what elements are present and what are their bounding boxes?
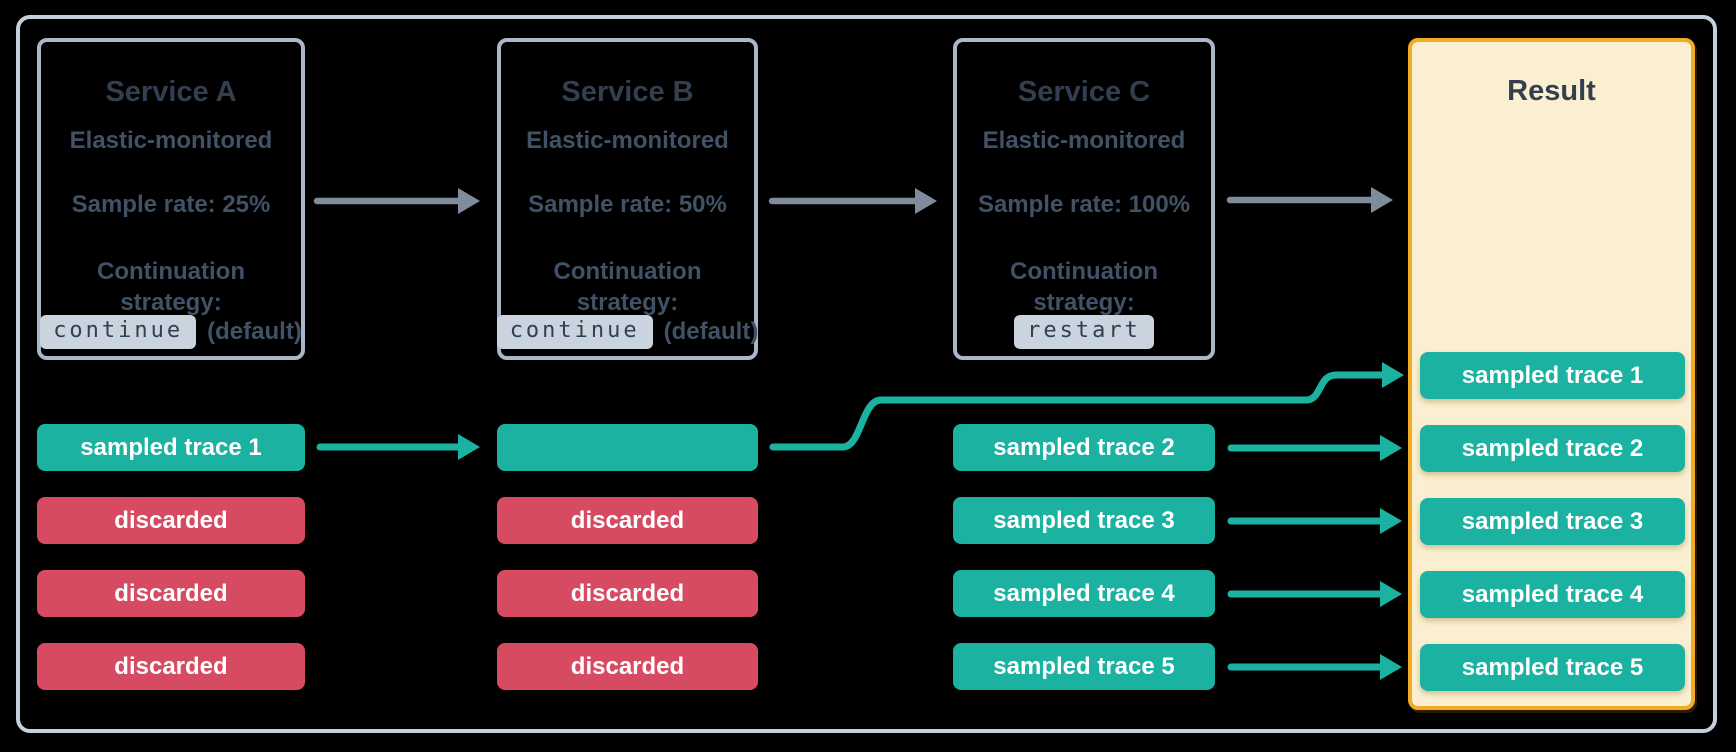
service-b-strategy-code: continue xyxy=(496,315,653,349)
diagram-outer-frame xyxy=(16,15,1717,733)
trace-badge-discarded: discarded xyxy=(497,643,758,690)
strategy-word: strategy: xyxy=(120,289,222,316)
service-a-monitoring: Elastic-monitored xyxy=(69,127,273,154)
strategy-word: strategy: xyxy=(1033,289,1135,316)
service-a-strategy-code: continue xyxy=(40,315,197,349)
trace-badge-sampled-trace-1: sampled trace 1 xyxy=(37,424,305,471)
result-badge-sampled-trace-1: sampled trace 1 xyxy=(1420,352,1685,399)
service-c-sample-rate: Sample rate: 100% xyxy=(977,191,1191,218)
result-badge-sampled-trace-4: sampled trace 4 xyxy=(1420,571,1685,618)
trace-badge-discarded: discarded xyxy=(497,497,758,544)
service-b-sample-rate: Sample rate: 50% xyxy=(528,191,727,218)
service-a-sample-rate: Sample rate: 25% xyxy=(71,191,271,218)
service-c-title: Service C xyxy=(1017,76,1151,108)
service-c-box: Service C Elastic-monitored Sample rate:… xyxy=(953,38,1215,360)
trace-badge-sampled-trace-5: sampled trace 5 xyxy=(953,643,1215,690)
service-b-strategy-note: (default) xyxy=(663,318,759,345)
service-b-title: Service B xyxy=(561,76,694,108)
service-b-box: Service B Elastic-monitored Sample rate:… xyxy=(496,38,758,360)
service-c-monitoring: Elastic-monitored xyxy=(982,127,1186,154)
trace-badge-sampled-trace-2: sampled trace 2 xyxy=(953,424,1215,471)
service-a-continuation-label: Continuation strategy: xyxy=(41,256,301,318)
service-b-strategy-row: continue (default) xyxy=(496,315,758,349)
trace-badge-sampled-trace-4: sampled trace 4 xyxy=(953,570,1215,617)
result-title: Result xyxy=(1507,75,1596,107)
result-badge-sampled-trace-3: sampled trace 3 xyxy=(1420,498,1685,545)
service-c-continuation-label: Continuation strategy: xyxy=(957,256,1211,318)
result-badge-sampled-trace-5: sampled trace 5 xyxy=(1420,644,1685,691)
strategy-word: strategy: xyxy=(576,289,679,316)
service-a-title: Service A xyxy=(105,76,237,108)
trace-badge-discarded: discarded xyxy=(497,570,758,617)
service-a-strategy-note: (default) xyxy=(207,318,302,345)
continuation-word: Continuation xyxy=(1010,258,1158,285)
trace-badge-discarded: discarded xyxy=(37,497,305,544)
service-c-strategy-code: restart xyxy=(1014,315,1154,349)
trace-badge-discarded: discarded xyxy=(37,570,305,617)
trace-badge-discarded: discarded xyxy=(37,643,305,690)
trace-badge-sampled-trace-3: sampled trace 3 xyxy=(953,497,1215,544)
service-a-strategy-row: continue (default) xyxy=(40,315,302,349)
continuation-word: Continuation xyxy=(553,258,702,285)
trace-badge-sampled-unlabeled xyxy=(497,424,758,471)
service-b-continuation-label: Continuation strategy: xyxy=(501,256,754,318)
service-b-monitoring: Elastic-monitored xyxy=(526,127,729,154)
service-c-strategy-row: restart xyxy=(957,315,1211,349)
service-a-box: Service A Elastic-monitored Sample rate:… xyxy=(37,38,305,360)
continuation-word: Continuation xyxy=(97,258,245,285)
result-badge-sampled-trace-2: sampled trace 2 xyxy=(1420,425,1685,472)
